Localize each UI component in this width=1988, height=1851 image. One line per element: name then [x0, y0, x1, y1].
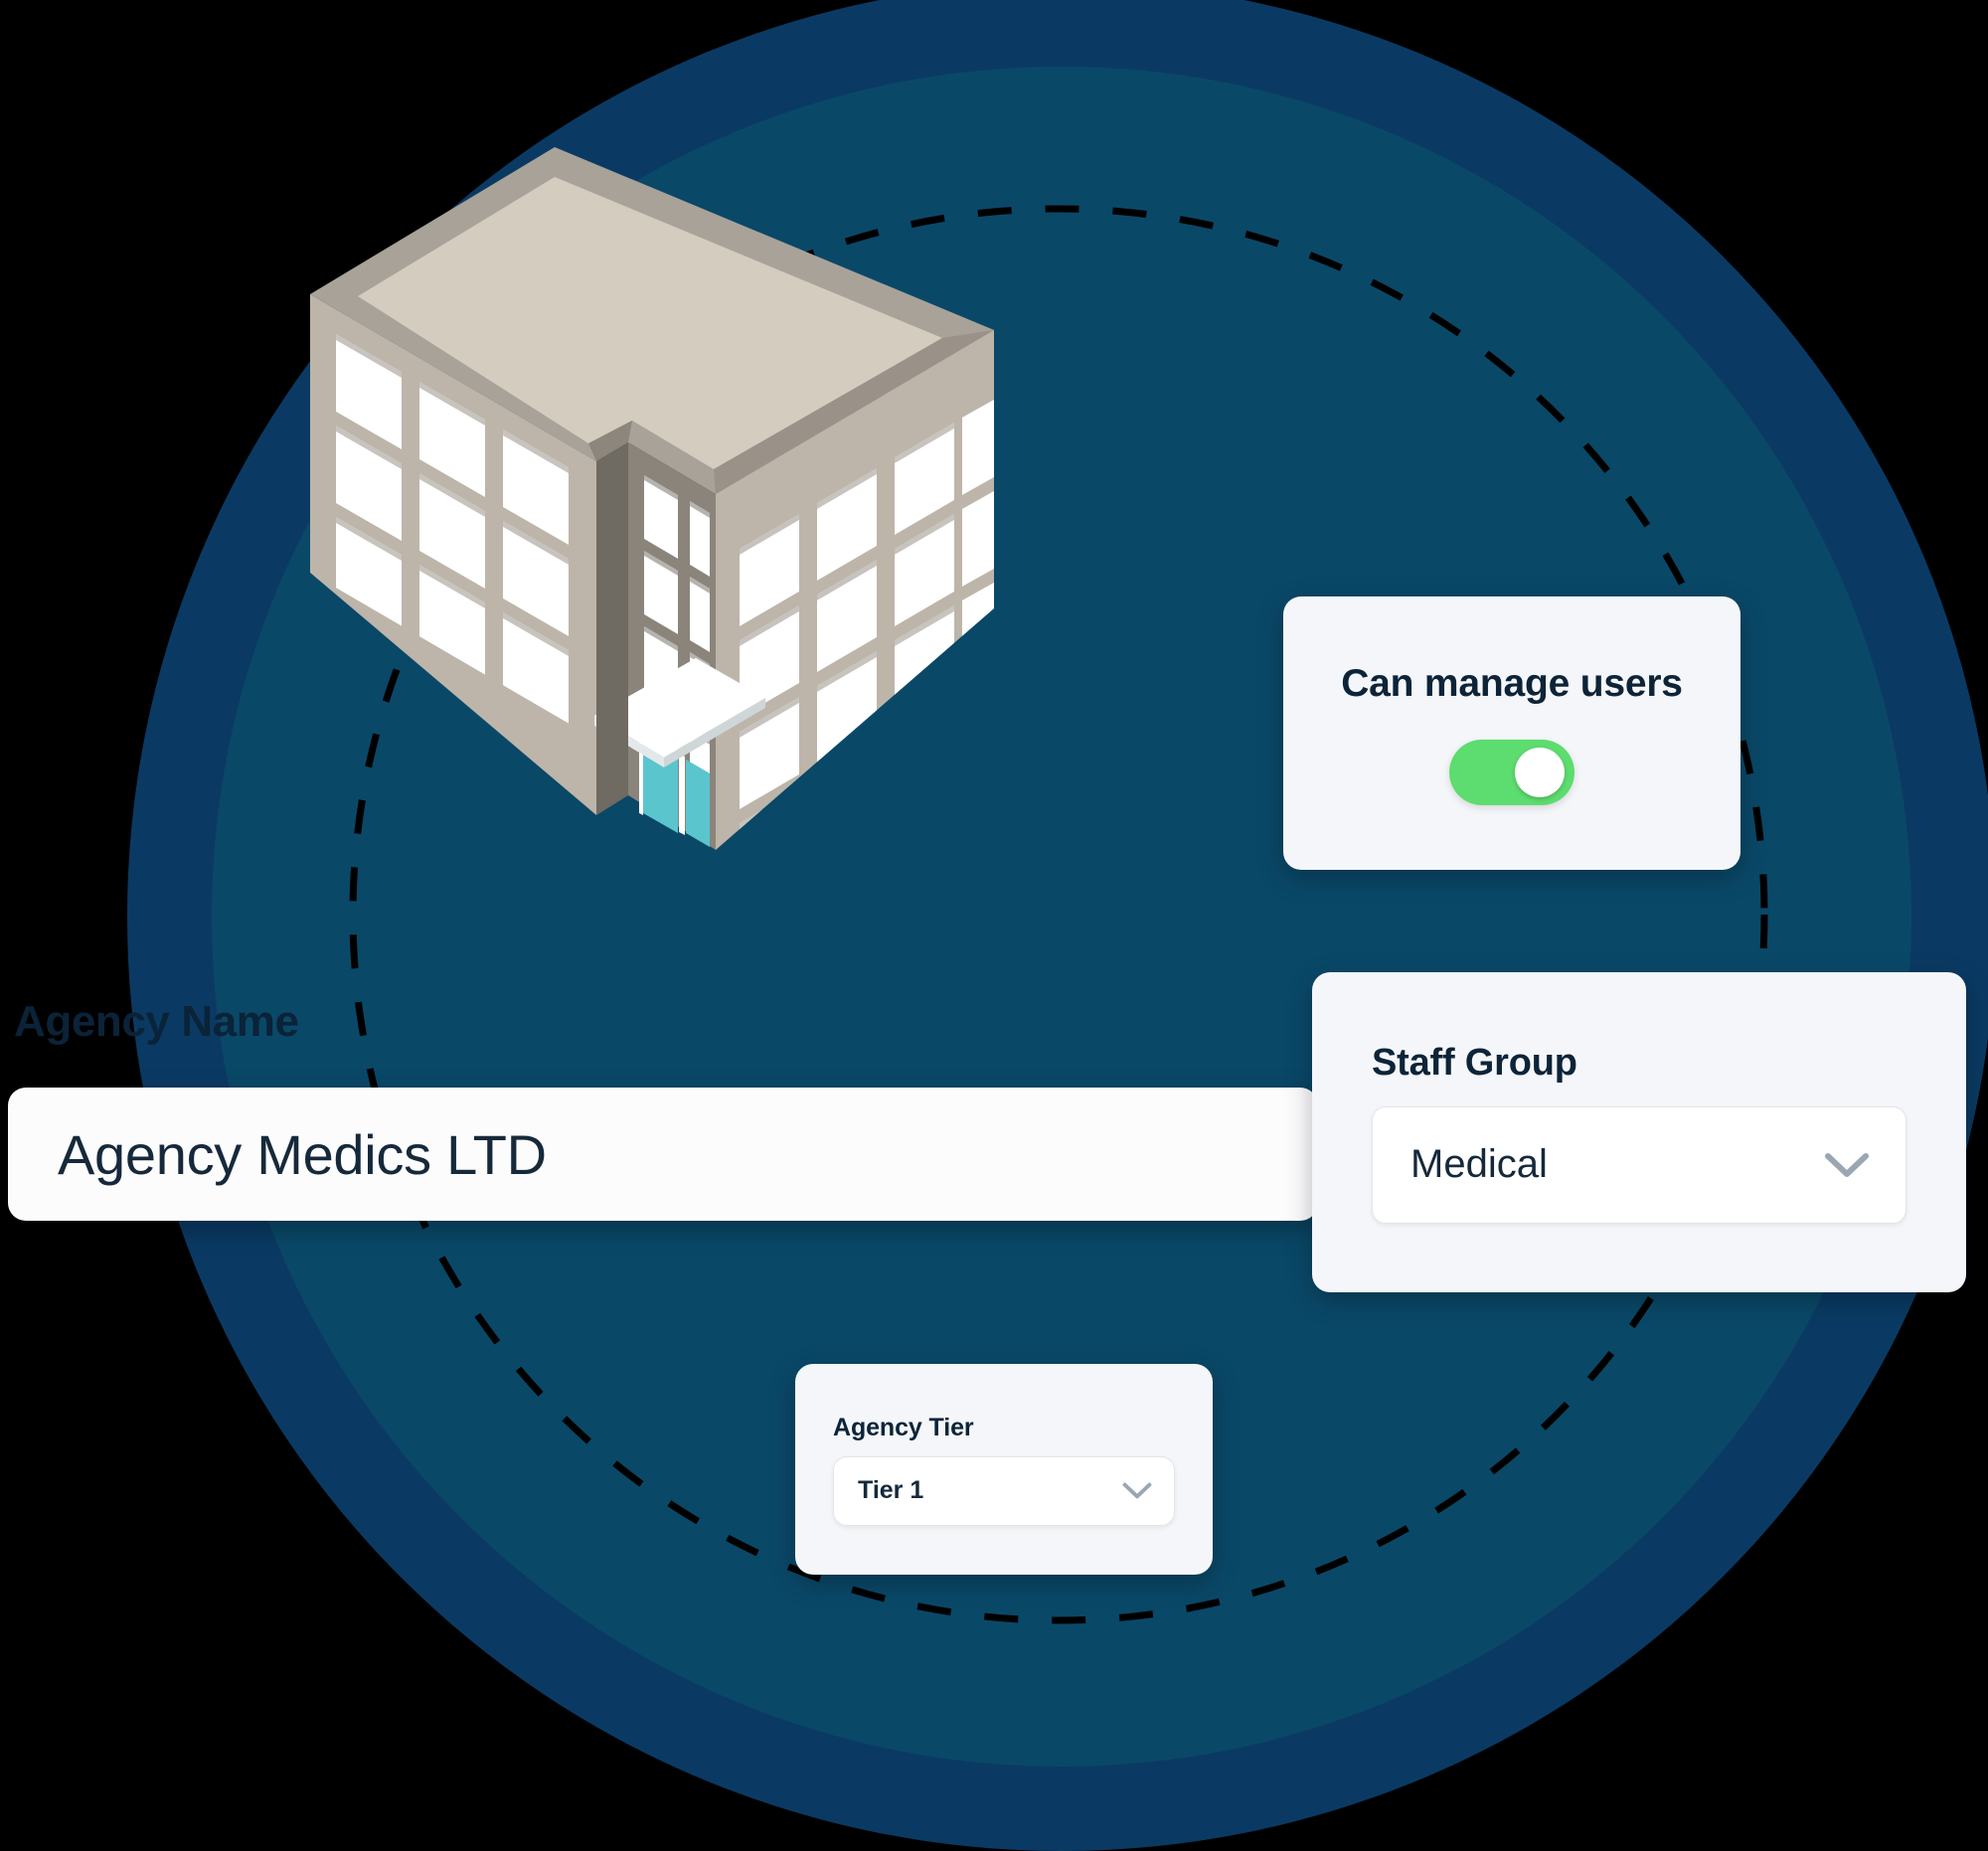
agency-name-label: Agency Name — [14, 997, 299, 1046]
agency-name-value[interactable]: Agency Medics LTD — [58, 1122, 547, 1186]
office-building-illustration — [310, 147, 994, 850]
illustration-stage: Agency Name Agency Medics LTD Can manage… — [8, 0, 1988, 1851]
can-manage-users-label: Can manage users — [1341, 661, 1683, 705]
can-manage-users-card: Can manage users — [1283, 596, 1740, 870]
agency-tier-label: Agency Tier — [833, 1413, 974, 1441]
agency-tier-value: Tier 1 — [858, 1476, 924, 1504]
staff-group-value: Medical — [1410, 1142, 1548, 1186]
staff-group-select[interactable]: Medical — [1372, 1105, 1906, 1224]
agency-tier-card: Agency Tier Tier 1 — [795, 1364, 1213, 1575]
agency-tier-select[interactable]: Tier 1 — [833, 1455, 1175, 1526]
staff-group-card: Staff Group Medical — [1312, 972, 1966, 1292]
staff-group-label: Staff Group — [1372, 1041, 1577, 1084]
toggle-knob — [1515, 747, 1565, 797]
can-manage-users-toggle[interactable] — [1449, 739, 1574, 805]
chevron-down-icon[interactable] — [1122, 1481, 1152, 1500]
chevron-down-icon[interactable] — [1824, 1151, 1870, 1179]
agency-name-field[interactable]: Agency Medics LTD — [8, 1088, 1318, 1221]
